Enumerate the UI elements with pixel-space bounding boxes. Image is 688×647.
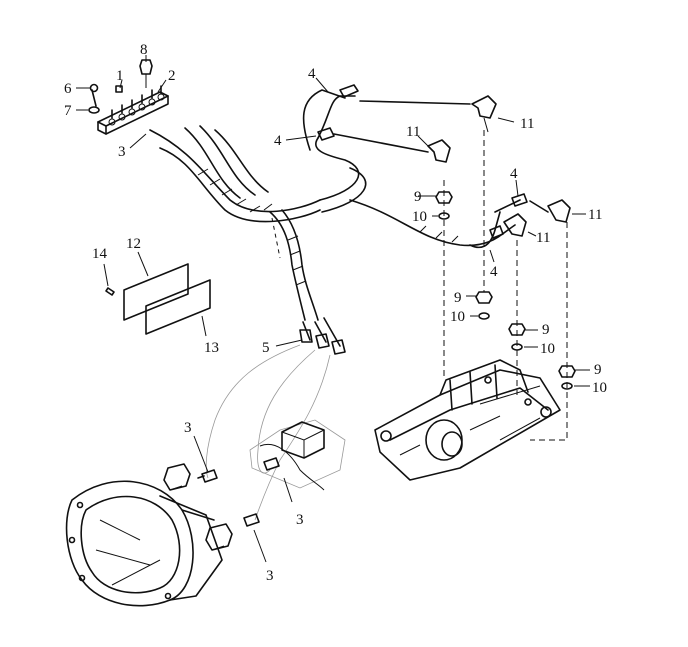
- transmission-housing: [65, 463, 233, 607]
- decal-12: [123, 263, 189, 321]
- callout-6: 6: [64, 81, 72, 97]
- elbow-fitting-far-right: [547, 199, 571, 223]
- elbow-fitting-mid: [427, 139, 451, 163]
- pressure-sensor-lower: [243, 513, 260, 527]
- callout-13: 13: [204, 340, 219, 356]
- callout-9-top: 9: [414, 189, 422, 205]
- breather-fitting: [139, 59, 153, 88]
- control-valve-body: [374, 359, 561, 481]
- wiring-harness: [205, 344, 346, 521]
- callout-leaders: [76, 55, 590, 563]
- pressure-sensor-upper: [197, 469, 218, 483]
- washer: [88, 106, 100, 114]
- pressure-sensor-middle: [263, 457, 280, 471]
- callout-11-top: 11: [520, 116, 534, 132]
- callout-labels: 8 1 2 6 7 3 4 4 11 11 9 10 4 11 11 4 9 1…: [64, 42, 607, 584]
- callout-2: 2: [168, 68, 176, 84]
- callout-3-manifold: 3: [118, 144, 126, 160]
- bolt: [89, 83, 99, 107]
- callout-4-top: 4: [308, 66, 316, 82]
- callout-1: 1: [116, 68, 124, 84]
- elbow-fitting-right-lower: [503, 213, 527, 237]
- assembly-lines: [271, 100, 568, 441]
- hose-bundle: [149, 89, 521, 347]
- callout-10-mid: 10: [450, 309, 465, 325]
- callout-8: 8: [140, 42, 148, 58]
- callout-3-upper-sensor: 3: [184, 420, 192, 436]
- callout-4-lower: 4: [490, 264, 498, 280]
- callout-10-far-right: 10: [592, 380, 607, 396]
- hose-end-fittings: [299, 84, 528, 355]
- callout-4-left: 4: [274, 133, 282, 149]
- callout-14: 14: [92, 246, 108, 262]
- decal-13: [145, 279, 211, 335]
- callout-10-top: 10: [412, 209, 427, 225]
- callout-9-mid: 9: [454, 290, 462, 306]
- manifold-block: [97, 85, 169, 135]
- callout-11-far-right: 11: [588, 207, 602, 223]
- callout-9-far-right: 9: [594, 362, 602, 378]
- callout-4-right: 4: [510, 166, 518, 182]
- callout-3-lower-sensor: 3: [266, 568, 274, 584]
- callout-11-right: 11: [536, 230, 550, 246]
- screw-14: [105, 287, 115, 296]
- callout-7: 7: [64, 103, 72, 119]
- elbow-fitting-top-right: [471, 95, 497, 133]
- callout-3-middle-sensor: 3: [296, 512, 304, 528]
- callout-11-mid: 11: [406, 124, 420, 140]
- plug-fitting: [115, 85, 123, 93]
- callout-10-right: 10: [540, 341, 555, 357]
- callout-12: 12: [126, 236, 141, 252]
- callout-9-right: 9: [542, 322, 550, 338]
- callout-5: 5: [262, 340, 270, 356]
